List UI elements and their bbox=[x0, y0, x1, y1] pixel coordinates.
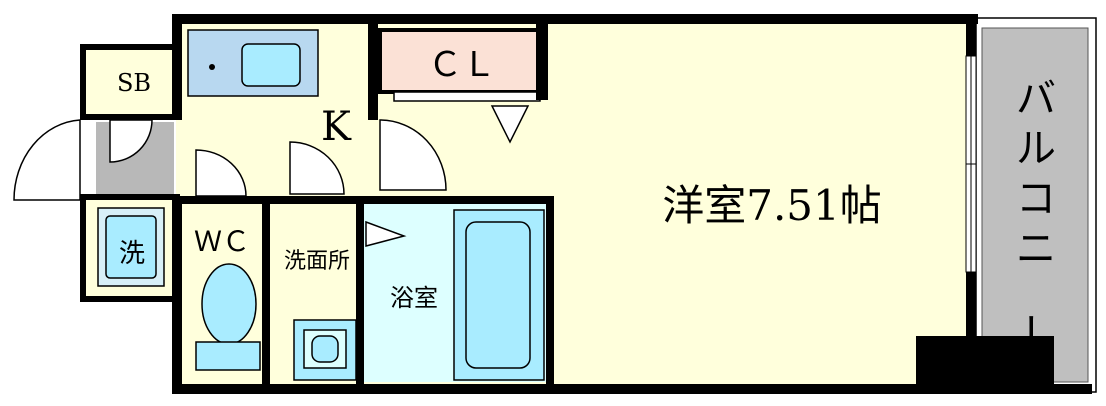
kitchen-label: K bbox=[321, 104, 352, 150]
toilet-icon bbox=[195, 263, 261, 371]
washroom-label: 洗面所 bbox=[284, 249, 350, 274]
washer-icon bbox=[105, 215, 157, 279]
shoe-box-area bbox=[84, 46, 178, 116]
closet-area bbox=[378, 28, 542, 94]
walls bbox=[80, 14, 1092, 394]
balcony bbox=[975, 17, 1097, 393]
balcony-label-char: ー bbox=[1006, 312, 1052, 352]
balcony-label-char: コ bbox=[1016, 176, 1056, 222]
closet-rail bbox=[393, 91, 541, 102]
stove-icon bbox=[209, 64, 215, 70]
door-swings bbox=[13, 105, 530, 247]
kitchen-sink bbox=[241, 43, 301, 87]
washbasin-icon bbox=[293, 319, 357, 381]
shoe-box-label: SB bbox=[117, 69, 151, 97]
bathroom-label: 浴室 bbox=[390, 284, 438, 312]
bathtub-icon bbox=[453, 209, 545, 381]
toilet-label: ＷＣ bbox=[194, 225, 250, 258]
balcony-window bbox=[965, 55, 977, 273]
balcony-label-char: ル bbox=[1016, 126, 1056, 172]
washer-label: 洗 bbox=[119, 239, 145, 269]
balcony-label-char: ニ bbox=[1016, 226, 1056, 272]
balcony-label-char: バ bbox=[1016, 76, 1056, 122]
western-room-label: 洋室7.51帖 bbox=[662, 181, 882, 230]
balcony-label: バルコニー bbox=[1006, 76, 1056, 352]
closet-label: ＣＬ bbox=[428, 45, 496, 85]
